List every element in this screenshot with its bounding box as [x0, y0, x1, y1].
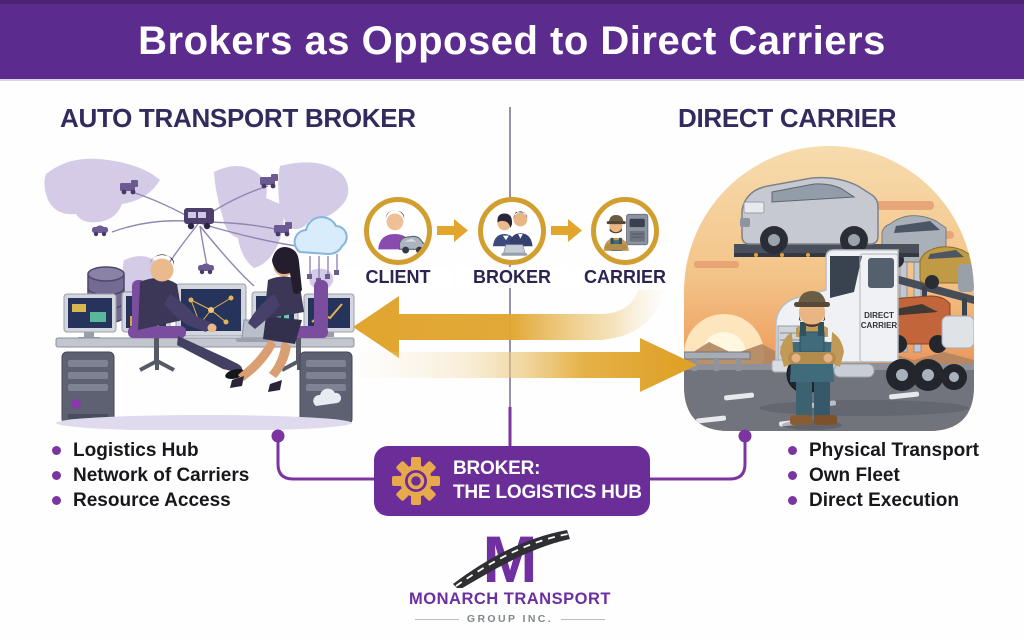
- road-swoosh: [453, 530, 570, 588]
- bullet-label: Logistics Hub: [73, 439, 199, 461]
- arrow-curved-tail: [600, 290, 664, 340]
- flow-label-carrier: CARRIER: [570, 267, 680, 288]
- list-item: Network of Carriers: [52, 463, 249, 488]
- floor-shadow: [56, 415, 352, 430]
- world-map: [44, 158, 349, 332]
- bullet-icon: [52, 496, 61, 505]
- arrow-client-to-broker-icon: [437, 219, 468, 242]
- client-person-car-icon: [378, 210, 427, 254]
- broker-woman-figure: [230, 247, 328, 392]
- right-connector-dot: [738, 429, 752, 443]
- truck-door-text-line1: DIRECT: [864, 311, 894, 320]
- header-banner: Brokers as Opposed to Direct Carriers: [0, 0, 1024, 79]
- broker-benefits-list: Logistics Hub Network of Carriers Resour…: [52, 438, 249, 513]
- subtitle-rule-left: [414, 618, 459, 620]
- subtitle-rule-right: [561, 618, 606, 620]
- direct-carrier-illustration: DIRECT CARRIER: [684, 146, 974, 431]
- logo-subtitle: GROUP INC.: [414, 613, 606, 625]
- flow-node-carrier: [591, 197, 659, 265]
- list-item: Logistics Hub: [52, 438, 249, 463]
- flow-node-broker: [478, 197, 546, 265]
- flow-node-client: [364, 197, 432, 265]
- right-section-heading: DIRECT CARRIER: [678, 103, 897, 133]
- carrier-driver-truck-icon: [603, 213, 649, 251]
- company-logo: M MONARCH TRANSPORT GROUP INC.: [400, 526, 620, 625]
- gear-icon: [392, 457, 440, 505]
- arrow-carrier-to-client: [353, 296, 600, 358]
- list-item: Direct Execution: [788, 488, 979, 513]
- left-section-heading: AUTO TRANSPORT BROKER: [60, 103, 416, 133]
- bullet-label: Physical Transport: [809, 439, 980, 461]
- driver-figure: [780, 291, 844, 430]
- subtitle-text: GROUP INC.: [466, 613, 554, 625]
- broker-team-laptop-icon: [492, 211, 533, 256]
- logo-monogram-road-icon: M: [453, 526, 570, 588]
- list-item: Physical Transport: [788, 438, 979, 463]
- bullet-icon: [52, 446, 61, 455]
- page-title: Brokers as Opposed to Direct Carriers: [138, 19, 886, 63]
- carrier-benefits-list: Physical Transport Own Fleet Direct Exec…: [788, 438, 979, 513]
- truck-door-text-line2: CARRIER: [861, 321, 898, 330]
- arrow-broker-to-carrier-icon: [551, 219, 582, 242]
- flow-label-client: CLIENT: [343, 267, 453, 288]
- arrow-client-to-carrier: [358, 338, 697, 392]
- list-item: Resource Access: [52, 488, 249, 513]
- flow-label-broker: BROKER: [457, 267, 567, 288]
- broker-office-illustration: [44, 158, 355, 430]
- bullet-label: Own Fleet: [809, 464, 900, 486]
- hub-badge-line2: THE LOGISTICS HUB: [453, 482, 642, 503]
- logo-company-name: MONARCH TRANSPORT: [409, 590, 611, 608]
- list-item: Own Fleet: [788, 463, 979, 488]
- bullet-label: Direct Execution: [809, 489, 959, 511]
- left-connector-dot: [271, 429, 285, 443]
- bullet-icon: [788, 471, 797, 480]
- exchange-arrows: [353, 290, 697, 392]
- computer-tower-left: [61, 351, 115, 425]
- bullet-icon: [788, 446, 797, 455]
- bullet-icon: [52, 471, 61, 480]
- central-van-icon: [184, 208, 214, 230]
- bullet-icon: [788, 496, 797, 505]
- top-silver-suv: [740, 176, 879, 254]
- hub-badge: BROKER: THE LOGISTICS HUB: [374, 446, 650, 516]
- bullet-label: Resource Access: [73, 489, 231, 511]
- hub-badge-line1: BROKER:: [453, 457, 541, 479]
- broker-man-figure: [128, 254, 245, 379]
- bullet-label: Network of Carriers: [73, 464, 250, 486]
